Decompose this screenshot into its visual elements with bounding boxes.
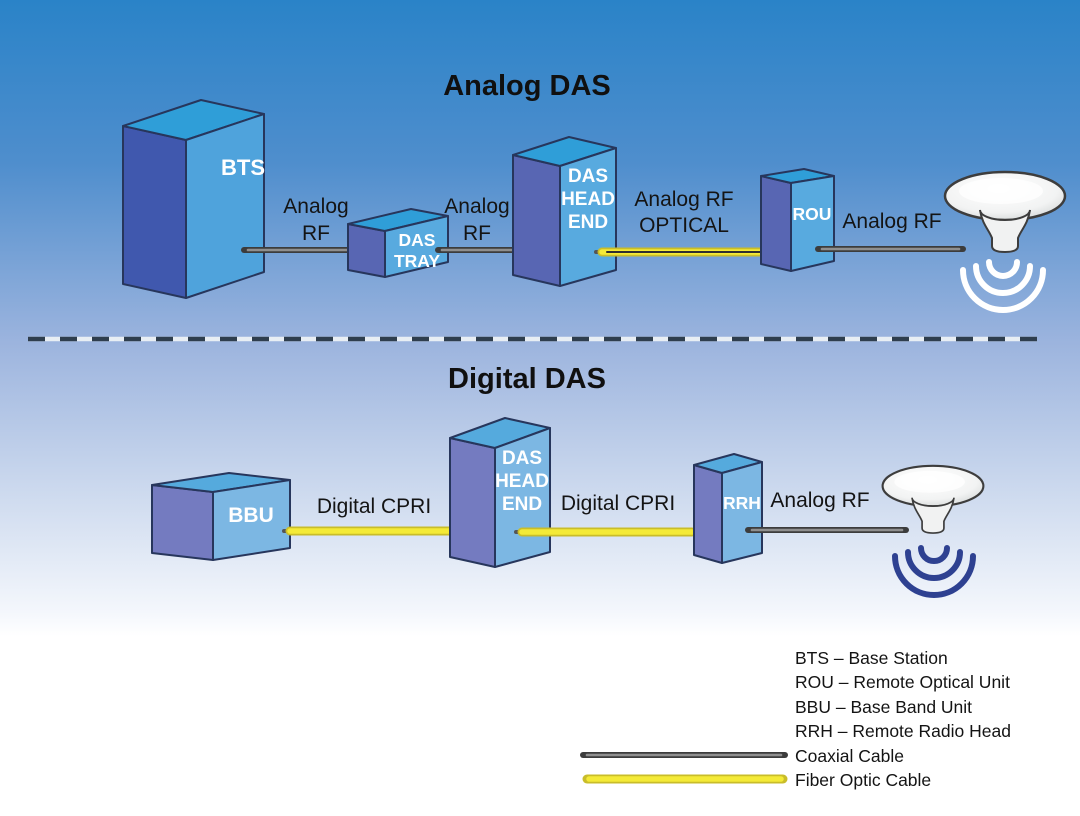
rou-box: ROU (760, 168, 835, 272)
bts-front-face (185, 113, 265, 299)
rrh-side-face (693, 464, 723, 564)
head-end-label-3: END (502, 494, 542, 515)
analog-das-section: Analog DAS BTS Analog RF DAS TRAY Analog (122, 70, 1067, 313)
head-end-label-2: HEAD (561, 189, 615, 210)
legend-item: RRH – Remote Radio Head (795, 721, 1011, 741)
label-line: Analog (444, 195, 509, 218)
bts-box: BTS (122, 99, 265, 299)
signal-arcs-navy-icon (892, 545, 976, 598)
legend: BTS – Base Station ROU – Remote Optical … (580, 648, 1011, 790)
rrh-box: RRH (693, 453, 763, 564)
legend-item: Fiber Optic Cable (582, 770, 931, 790)
bbu-side-face (151, 484, 214, 561)
signal-arcs-white-icon (960, 259, 1046, 313)
label-line: Analog (283, 195, 348, 218)
legend-item: BTS – Base Station (795, 648, 948, 668)
bbu-box: BBU (151, 472, 291, 561)
digital-das-head-end-box: DAS HEAD END (449, 417, 551, 568)
analog-rf-label-3: Analog RF (842, 210, 941, 233)
signal-arc (892, 553, 976, 598)
das-tray-label-2: TRAY (394, 251, 440, 271)
legend-label: BTS – Base Station (795, 648, 948, 668)
analog-section-title: Analog DAS (443, 70, 611, 102)
label-line: Analog RF (842, 210, 941, 233)
rrh-label: RRH (723, 493, 761, 513)
label-line: Digital CPRI (317, 495, 431, 518)
digital-section-title: Digital DAS (448, 363, 606, 395)
legend-label: ROU – Remote Optical Unit (795, 672, 1010, 692)
label-line: Digital CPRI (561, 492, 675, 515)
label-line: Analog RF (770, 489, 869, 512)
analog-antenna (943, 170, 1067, 313)
signal-arc (905, 549, 963, 581)
legend-label: BBU – Base Band Unit (795, 697, 972, 717)
rrh-front-face (721, 461, 763, 564)
bbu-front-face (212, 479, 291, 561)
digital-antenna (881, 464, 985, 598)
head-end-label-1: DAS (502, 448, 542, 469)
das-tray-box: DAS TRAY (347, 208, 449, 278)
rou-label: ROU (793, 204, 832, 224)
analog-rf-label-digital: Analog RF (770, 489, 869, 512)
analog-das-head-end-box: DAS HEAD END (512, 136, 617, 287)
legend-item: Coaxial Cable (580, 746, 904, 766)
das-tray-side-face (347, 223, 386, 278)
head-end-label-3: END (568, 212, 608, 233)
das-tray-front-face (384, 215, 449, 278)
analog-rf-label-2: Analog RF (444, 195, 509, 245)
digital-cpri-label-1: Digital CPRI (317, 495, 431, 518)
label-line: OPTICAL (639, 214, 729, 237)
label-line: RF (463, 222, 491, 245)
digital-cpri-label-2: Digital CPRI (561, 492, 675, 515)
head-end-side-face (512, 154, 561, 287)
bts-side-face (122, 125, 187, 299)
rou-side-face (760, 175, 792, 272)
signal-arc (986, 259, 1020, 279)
legend-label: Coaxial Cable (795, 746, 904, 766)
legend-item: ROU – Remote Optical Unit (795, 672, 1010, 692)
signal-arc (973, 263, 1033, 296)
label-line: Analog RF (634, 188, 733, 211)
head-end-label-2: HEAD (495, 471, 549, 492)
analog-rf-label-1: Analog RF (283, 195, 348, 245)
analog-rf-optical-label: Analog RF OPTICAL (634, 188, 733, 237)
head-end-label-1: DAS (568, 166, 608, 187)
signal-arc (960, 267, 1046, 313)
bbu-label: BBU (228, 504, 274, 527)
das-tray-label-1: DAS (399, 230, 436, 250)
legend-item: BBU – Base Band Unit (795, 697, 972, 717)
legend-label: Fiber Optic Cable (795, 770, 931, 790)
bts-label: BTS (221, 155, 265, 180)
head-end-side-face (449, 437, 496, 568)
digital-das-section: Digital DAS BBU Digital CPRI DAS HEAD EN… (151, 363, 985, 598)
legend-label: RRH – Remote Radio Head (795, 721, 1011, 741)
signal-arc (918, 545, 950, 564)
label-line: RF (302, 222, 330, 245)
